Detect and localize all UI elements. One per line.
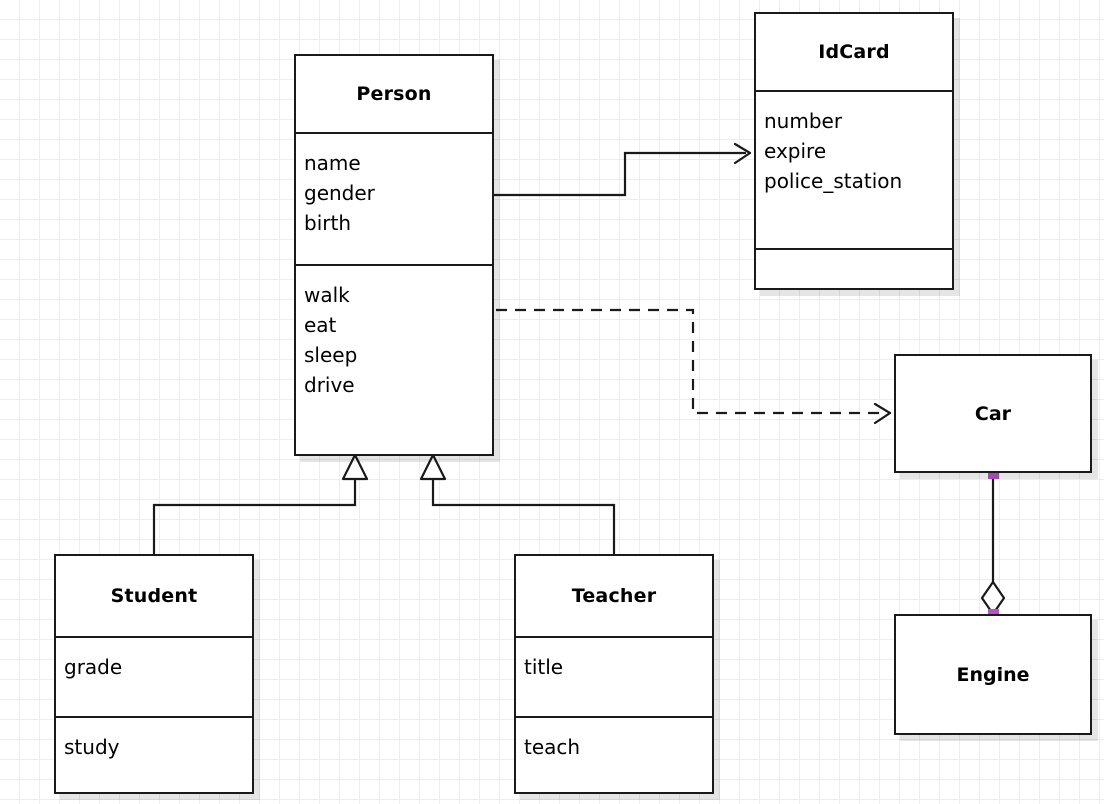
class-name-label: Person (356, 83, 432, 105)
class-title-student: Student (56, 556, 252, 636)
edge-car-engine[interactable] (980, 473, 1006, 616)
method-item: walk (304, 283, 350, 307)
class-name-label: IdCard (818, 41, 890, 63)
uml-class-engine[interactable]: Engine (894, 614, 1092, 735)
edge-student-person[interactable] (152, 453, 369, 554)
class-attributes-student: grade (56, 636, 252, 716)
uml-class-person[interactable]: Person name gender birth walk eat sleep … (294, 54, 494, 456)
attribute-item: expire (764, 139, 827, 163)
class-attributes-teacher: title (516, 636, 712, 716)
class-name-label: Car (974, 402, 1012, 425)
attribute-item: name (304, 151, 361, 175)
method-item: teach (524, 735, 581, 759)
uml-class-car[interactable]: Car (894, 354, 1092, 473)
attribute-item: grade (64, 655, 123, 679)
uml-class-idcard[interactable]: IdCard number expire police_station (754, 12, 954, 290)
edge-person-idcard[interactable] (494, 142, 752, 197)
edge-teacher-person[interactable] (419, 453, 616, 554)
class-name-label: Student (110, 585, 198, 607)
attribute-item: gender (304, 181, 375, 205)
class-attributes-idcard: number expire police_station (756, 90, 952, 248)
class-methods-idcard (756, 248, 952, 288)
class-methods-teacher: teach (516, 716, 712, 792)
method-item: eat (304, 313, 337, 337)
attribute-item: title (524, 655, 564, 679)
attribute-item: number (764, 109, 843, 133)
class-methods-student: study (56, 716, 252, 792)
class-attributes-person: name gender birth (296, 132, 492, 264)
class-name-label: Engine (956, 663, 1030, 686)
method-item: drive (304, 373, 355, 397)
class-title-teacher: Teacher (516, 556, 712, 636)
connector-handle-source[interactable] (988, 468, 999, 479)
class-title-idcard: IdCard (756, 14, 952, 90)
uml-class-student[interactable]: Student grade study (54, 554, 254, 794)
attribute-item: police_station (764, 169, 903, 193)
class-title-person: Person (296, 56, 492, 132)
class-methods-person: walk eat sleep drive (296, 264, 492, 454)
attribute-item: birth (304, 211, 351, 235)
method-item: study (64, 735, 120, 759)
class-title-engine: Engine (896, 616, 1090, 733)
class-name-label: Teacher (571, 585, 657, 607)
edge-person-car[interactable] (496, 308, 892, 425)
uml-class-teacher[interactable]: Teacher title teach (514, 554, 714, 794)
method-item: sleep (304, 343, 358, 367)
class-title-car: Car (896, 356, 1090, 471)
